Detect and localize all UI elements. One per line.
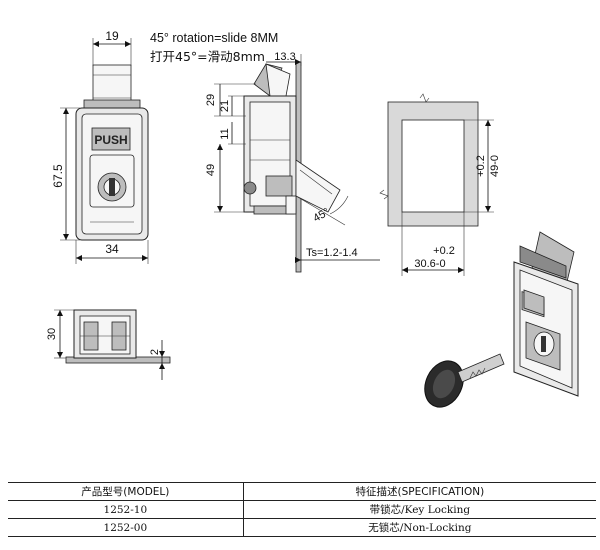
dim-cutout-width: +0.2 30.6-0 (401, 212, 465, 276)
dim-ts-label: Ts=1.2-1.4 (306, 247, 358, 259)
dim-side-vertical: 29 21 11 49 (205, 83, 256, 213)
dim-29-label: 29 (205, 94, 217, 106)
bottom-view (65, 309, 171, 364)
dim-cutout-w-tol: +0.2 (433, 245, 455, 257)
note-rotation-cn: 打开45°=滑动8mm (150, 49, 265, 64)
cell-spec: 无锁芯/Non-Locking (243, 518, 596, 537)
side-view (243, 61, 341, 273)
dim-side-ts: Ts=1.2-1.4 (295, 247, 380, 263)
dim-cutout-w: 30.6-0 (414, 258, 445, 270)
dim-cutout-h: 49-0 (489, 155, 501, 177)
dim-49-label: 49 (205, 164, 217, 176)
dim-cutout-h-tol: +0.2 (475, 155, 487, 177)
dim-34-label: 34 (105, 242, 119, 256)
dim-2-label: 2 (149, 349, 161, 355)
table-row: 1252-00 无锁芯/Non-Locking (8, 518, 596, 537)
cell-model: 1252-00 (8, 518, 244, 537)
dim-30-label: 30 (46, 328, 58, 340)
header-model: 产品型号(MODEL) (8, 482, 244, 501)
dim-21-label: 21 (219, 100, 231, 112)
dim-19-label: 19 (105, 29, 119, 43)
note-rotation-en: 45° rotation=slide 8MM (150, 31, 278, 45)
iso-view (513, 231, 579, 397)
dim-front-34: 34 (75, 240, 149, 264)
cutout-view (379, 93, 479, 227)
spec-table: 产品型号(MODEL) 特征描述(SPECIFICATION) 1252-10 … (8, 482, 596, 537)
dim-front-19: 19 (92, 29, 132, 66)
dim-67-5-label: 67.5 (51, 164, 65, 188)
table-row: 1252-10 带锁芯/Key Locking (8, 500, 596, 519)
key-icon (424, 353, 505, 408)
cell-model: 1252-10 (8, 500, 244, 519)
table-header-row: 产品型号(MODEL) 特征描述(SPECIFICATION) (8, 482, 596, 501)
dim-cutout-height: +0.2 49-0 (464, 119, 501, 213)
front-view: PUSH (75, 64, 149, 241)
dim-front-67-5: 67.5 (51, 107, 80, 241)
technical-drawing: PUSH 19 67.5 34 45° rotation=slide 8MM 打… (46, 29, 579, 408)
cell-spec: 带锁芯/Key Locking (243, 500, 596, 519)
dim-bottom-30: 30 (46, 309, 74, 359)
dim-11-label: 11 (219, 128, 231, 139)
dim-side-13-3: 13.3 (266, 51, 302, 66)
header-spec: 特征描述(SPECIFICATION) (243, 482, 596, 501)
push-label: PUSH (94, 133, 127, 147)
dim-bottom-2: 2 (149, 340, 165, 380)
dim-13-3-label: 13.3 (274, 51, 295, 63)
